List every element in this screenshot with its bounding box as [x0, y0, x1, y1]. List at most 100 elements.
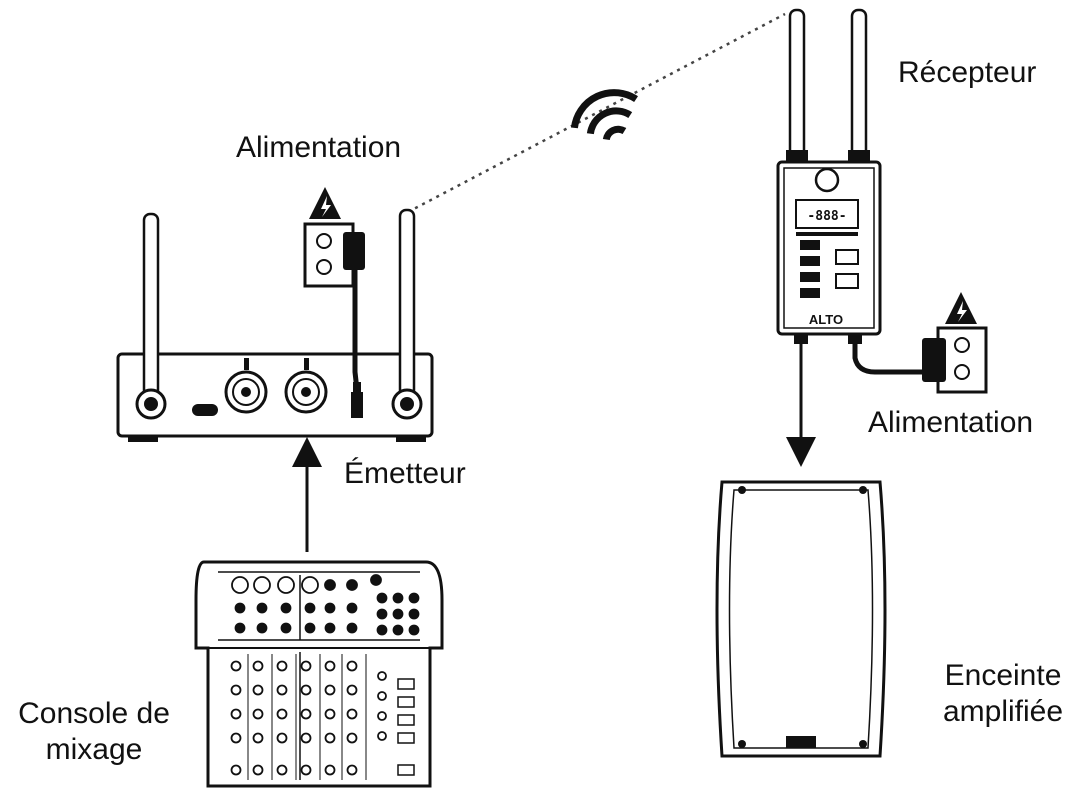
mixer-knob: [376, 592, 388, 604]
mixer-knob: [277, 576, 295, 594]
receiver-knob: [814, 167, 840, 193]
mixer-knob: [324, 764, 336, 776]
mixer-knob: [234, 622, 246, 634]
label-speaker: Enceinte amplifiée: [928, 658, 1078, 730]
mixer-knob-grid: [230, 574, 420, 776]
receiver-display-text: -888-: [807, 209, 846, 224]
mixing-console: [194, 560, 444, 788]
label-transmitter: Émetteur: [344, 457, 466, 490]
receiver-brand-logo: ALTO: [809, 312, 843, 327]
mixer-knob: [276, 660, 288, 672]
mixer-button: [397, 714, 415, 726]
mixer-knob: [376, 608, 388, 620]
receiver-unit: -888- ALTO: [776, 8, 882, 344]
label-speaker-line2: amplifiée: [942, 695, 1064, 728]
mixer-knob: [234, 602, 246, 614]
receiver-antenna-left: [788, 8, 806, 168]
label-mixer: Console de mixage: [4, 696, 184, 768]
mixer-channel-dividers: [247, 654, 367, 780]
warning-triangle-icon: [945, 292, 977, 324]
mixer-knob: [346, 579, 358, 591]
transmitter-input-jack-left: [224, 358, 268, 414]
mixer-knob: [301, 576, 319, 594]
mixer-knob: [252, 732, 264, 744]
mixer-knob: [280, 602, 292, 614]
transmitter-antenna-right: [398, 208, 416, 398]
mixer-knob: [252, 764, 264, 776]
mixer-knob: [392, 624, 404, 636]
mixer-knob: [231, 576, 249, 594]
transmitter-unit: [116, 208, 434, 442]
mixer-knob: [256, 602, 268, 614]
transmitter-input-jack-right: [284, 358, 328, 414]
mixer-knob: [346, 708, 358, 720]
powered-speaker: [715, 480, 887, 758]
mixer-knob: [256, 622, 268, 634]
warning-triangle-icon: [309, 187, 341, 219]
mixer-knob: [300, 732, 312, 744]
label-power-right: Alimentation: [868, 406, 1034, 439]
mixer-knob: [324, 732, 336, 744]
label-mixer-line2: mixage: [45, 733, 143, 766]
mixer-knob: [392, 592, 404, 604]
receiver-display: [795, 199, 859, 229]
mixer-knob: [392, 608, 404, 620]
mixer-knob: [324, 579, 336, 591]
mixer-knob: [346, 684, 358, 696]
label-power-left: Alimentation: [236, 131, 402, 164]
mixer-knob: [230, 732, 242, 744]
mixer-knob: [300, 660, 312, 672]
mixer-knob: [300, 684, 312, 696]
mixer-knob: [300, 708, 312, 720]
mixer-knob: [346, 660, 358, 672]
mixer-knob: [252, 708, 264, 720]
mixer-knob: [377, 691, 387, 701]
mixer-knob: [230, 764, 242, 776]
mixer-knob: [230, 660, 242, 672]
mixer-knob: [408, 608, 420, 620]
mixer-knob: [408, 624, 420, 636]
mixer-knob: [276, 764, 288, 776]
mixer-knob: [276, 684, 288, 696]
mixer-knob: [252, 660, 264, 672]
transmitter-switch: [192, 404, 218, 416]
receiver-antenna-right: [850, 8, 868, 168]
mixer-knob: [324, 708, 336, 720]
mixer-knob: [324, 622, 336, 634]
mixer-knob: [230, 708, 242, 720]
mixer-knob: [280, 622, 292, 634]
mixer-knob: [408, 592, 420, 604]
mixer-knob: [300, 764, 312, 776]
power-adapter-left: [343, 232, 365, 391]
wifi-icon: [570, 89, 638, 141]
power-adapter-right: [922, 338, 946, 382]
mixer-knob: [304, 622, 316, 634]
mixer-button: [397, 678, 415, 690]
label-speaker-line1: Enceinte: [944, 659, 1062, 692]
transmitter-antenna-left: [142, 212, 160, 398]
mixer-knob: [253, 576, 271, 594]
mixer-knob: [377, 731, 387, 741]
mixer-knob: [276, 708, 288, 720]
mixer-knob: [377, 671, 387, 681]
mixer-knob: [346, 764, 358, 776]
mixer-button: [397, 696, 415, 708]
mixer-knob: [346, 622, 358, 634]
mixer-knob: [346, 732, 358, 744]
mixer-knob: [324, 684, 336, 696]
receiver-power-cable: [852, 344, 926, 375]
mixer-button: [397, 764, 415, 776]
mixer-knob: [370, 574, 382, 586]
mixer-knob: [252, 684, 264, 696]
mixer-knob: [304, 602, 316, 614]
mixer-knob: [376, 624, 388, 636]
mixer-knob: [324, 602, 336, 614]
mixer-button: [397, 732, 415, 744]
label-receiver: Récepteur: [898, 56, 1037, 89]
mixer-knob: [346, 602, 358, 614]
wireless-link-line: [407, 12, 786, 214]
mixer-knob: [230, 684, 242, 696]
mixer-knob: [377, 711, 387, 721]
label-mixer-line1: Console de: [18, 697, 170, 730]
